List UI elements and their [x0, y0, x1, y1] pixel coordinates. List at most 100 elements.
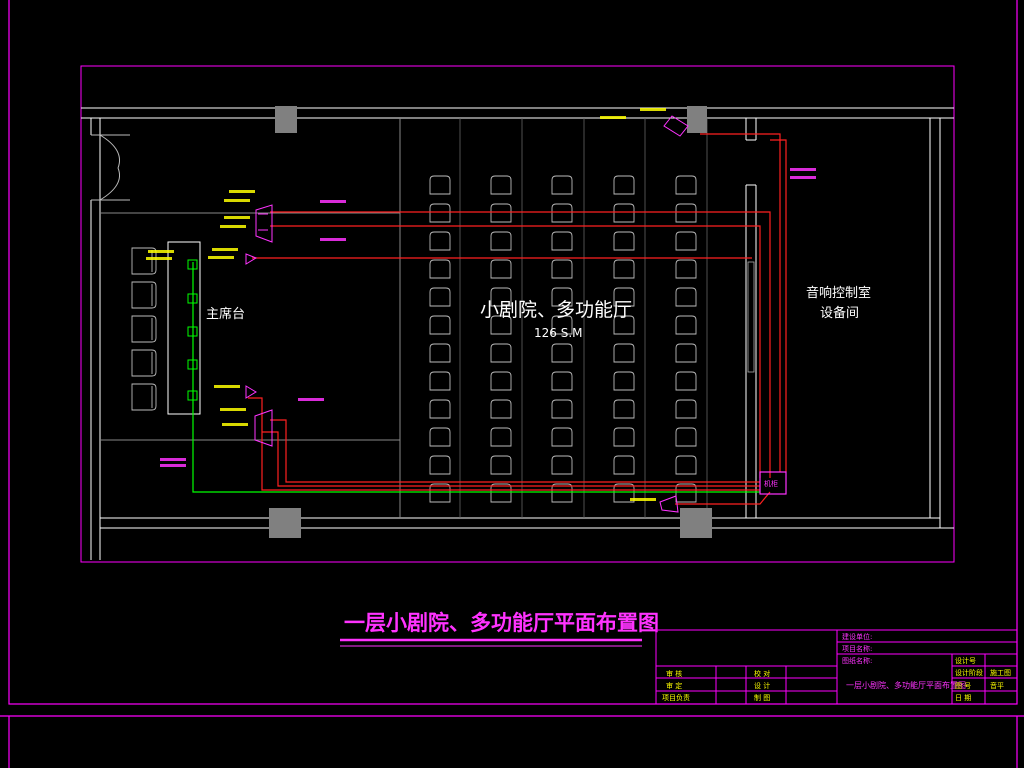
equipment-rack — [759, 471, 787, 495]
title-block-right-label: 图 号 — [955, 682, 971, 690]
audience-seat — [551, 315, 573, 335]
audience-seat — [675, 455, 697, 475]
audience-seat — [551, 231, 573, 251]
audience-seat — [675, 399, 697, 419]
title-block-right-label: 设计阶段 — [955, 668, 983, 677]
audience-seat — [490, 399, 512, 419]
audience-seat — [613, 371, 635, 391]
audience-seat — [429, 455, 451, 475]
device-tag-mark — [229, 190, 255, 193]
audience-seat — [613, 231, 635, 251]
audience-seat — [613, 343, 635, 363]
speakers — [245, 115, 689, 513]
audience-seat — [613, 427, 635, 447]
sheet-frame — [8, 0, 1018, 705]
audience-seat — [429, 343, 451, 363]
audience-seat — [613, 315, 635, 335]
audience-seat — [551, 483, 573, 503]
audience-seat — [490, 371, 512, 391]
rostrum-seat — [131, 315, 157, 343]
audience-seat — [675, 287, 697, 307]
rostrum-seat — [131, 349, 157, 377]
audience-seat — [429, 259, 451, 279]
audience-seat — [675, 483, 697, 503]
audience-seat — [490, 203, 512, 223]
column — [680, 508, 712, 538]
audience-seat — [675, 427, 697, 447]
audience-seat — [551, 343, 573, 363]
hall-name: 小剧院、多功能厅 — [480, 299, 632, 321]
audience-seat — [429, 371, 451, 391]
rack-label: 机柜 — [764, 479, 778, 488]
audience-seat — [613, 287, 635, 307]
audience-seat — [429, 315, 451, 335]
audience-seat — [551, 371, 573, 391]
title-block-right-value: 施工图 — [990, 668, 1011, 677]
audience-seat — [613, 175, 635, 195]
device-tag-mark — [220, 408, 246, 411]
title-block-right-label: 设计号 — [955, 656, 976, 665]
audience-seat — [490, 287, 512, 307]
audience-seat — [551, 203, 573, 223]
device-tag-mark — [298, 398, 324, 401]
device-tag-mark — [222, 423, 248, 426]
audience-seat — [675, 343, 697, 363]
device-annotations — [146, 108, 816, 501]
audience-seat — [490, 483, 512, 503]
title-block-drawing-label: 图纸名称: — [842, 656, 872, 665]
rostrum-seat — [131, 247, 157, 275]
audience-seat — [429, 175, 451, 195]
cable-runs — [192, 133, 787, 505]
audience-seat — [551, 287, 573, 307]
rostrum-label: 主席台 — [206, 306, 245, 322]
audience-seat — [613, 399, 635, 419]
seating-grid — [459, 118, 708, 518]
title-block-mid-label: 校 对 — [754, 669, 770, 678]
audience-seat — [675, 315, 697, 335]
column — [275, 106, 297, 133]
audience-seat — [429, 203, 451, 223]
title-block-project: 项目名称: — [842, 644, 872, 653]
audience-seat — [551, 455, 573, 475]
audience-seat — [490, 259, 512, 279]
device-tag-mark — [212, 248, 238, 251]
audience-seat — [613, 455, 635, 475]
drawing-title: 一层小剧院、多功能厅平面布置图 — [344, 611, 659, 635]
title-block-mid-label: 设 计 — [754, 681, 770, 690]
audience-seat — [613, 259, 635, 279]
title-block-client: 建设单位: — [842, 632, 872, 641]
audience-seat — [429, 483, 451, 503]
device-tag-mark — [320, 200, 346, 203]
title-block-left-label: 项目负责 — [662, 693, 690, 702]
rostrum-seat — [131, 383, 157, 411]
plan-boundary — [80, 65, 955, 563]
audience-seat — [551, 175, 573, 195]
title-block-mid-label: 制 图 — [754, 693, 770, 702]
audience-seat — [675, 371, 697, 391]
audience-seat — [675, 231, 697, 251]
rostrum-table — [167, 241, 201, 415]
device-tag-mark — [160, 464, 186, 467]
device-tag-mark — [208, 256, 234, 259]
device-tag-mark — [790, 176, 816, 179]
microphone-sockets — [187, 259, 198, 401]
audience-seat — [490, 231, 512, 251]
audience-seat — [551, 399, 573, 419]
audience-seat — [675, 175, 697, 195]
control-room-label: 音响控制室 — [806, 285, 871, 301]
rostrum-seat — [131, 281, 157, 309]
device-tag-mark — [600, 116, 626, 119]
audience-seat — [429, 231, 451, 251]
audience-seat — [429, 287, 451, 307]
device-tag-mark — [320, 238, 346, 241]
title-block-right-label: 日 期 — [955, 694, 971, 702]
audience-seat — [490, 343, 512, 363]
device-tag-mark — [640, 108, 666, 111]
device-tag-mark — [148, 250, 174, 253]
column — [687, 106, 707, 133]
device-tag-mark — [224, 216, 250, 219]
title-block-right-value: 音平 — [990, 681, 1004, 690]
audience-seat — [551, 427, 573, 447]
device-tag-mark — [630, 498, 656, 501]
device-tag-mark — [214, 385, 240, 388]
